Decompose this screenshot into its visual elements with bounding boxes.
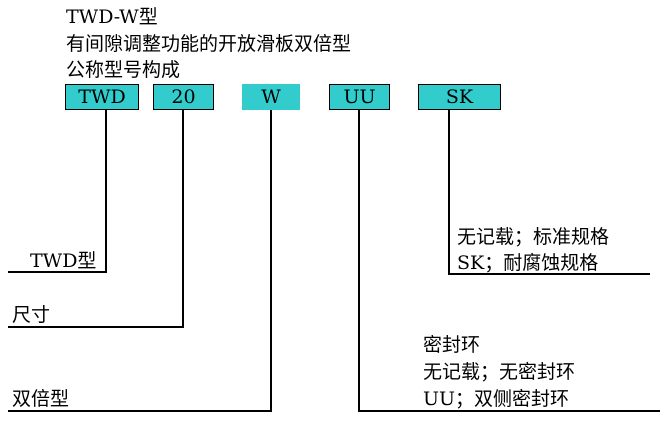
label-seal-title: 密封环 xyxy=(423,334,481,356)
box-sk: SK xyxy=(418,84,501,110)
line-sk xyxy=(448,110,650,275)
label-seal-none: 无记载；无密封环 xyxy=(423,361,576,383)
label-double: 双倍型 xyxy=(12,388,70,410)
label-twd-type: TWD型 xyxy=(30,250,97,272)
label-seal-uu: UU；双侧密封环 xyxy=(423,388,570,410)
line-twd xyxy=(8,110,107,273)
box-twd: TWD xyxy=(65,84,139,110)
box-size: 20 xyxy=(153,84,214,110)
line-double xyxy=(8,110,272,412)
box-uu: UU xyxy=(329,84,390,110)
title-line-3: 公称型号构成 xyxy=(66,59,181,81)
title-line-1: TWD-W型 xyxy=(66,6,158,28)
label-size: 尺寸 xyxy=(12,304,51,326)
label-sk-sk: SK；耐腐蚀规格 xyxy=(457,252,599,274)
box-w: W xyxy=(242,84,300,110)
label-sk-none: 无记载；标准规格 xyxy=(457,226,610,248)
title-line-2: 有间隙调整功能的开放滑板双倍型 xyxy=(66,33,352,55)
line-size xyxy=(8,110,184,328)
line-seal xyxy=(358,110,660,412)
